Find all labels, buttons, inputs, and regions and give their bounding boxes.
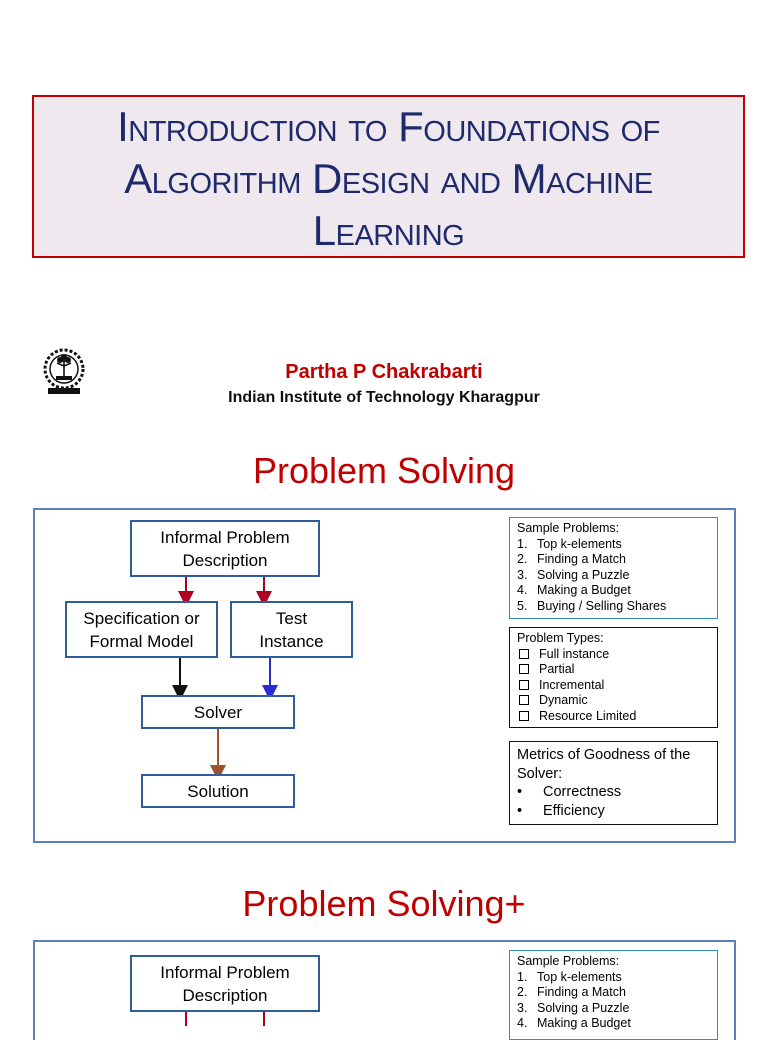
diagram-panel: Informal Problem Description Specificati… xyxy=(33,508,736,843)
spec-line-1: Specification or xyxy=(83,608,200,628)
title-line-2: Algorithm Design and Machine xyxy=(124,155,653,202)
solution-box: Solution xyxy=(141,774,295,808)
list-item: •Correctness xyxy=(517,784,622,800)
spec-line-2: Formal Model xyxy=(89,631,194,651)
metrics-box: Metrics of Goodness of the Solver: •Corr… xyxy=(509,741,718,825)
test-line-2: Instance xyxy=(259,631,324,651)
list-item: 3.Solving a Puzzle xyxy=(517,1000,630,1015)
checkbox-icon xyxy=(519,679,529,690)
list-item: 2.Finding a Match xyxy=(517,552,626,566)
list-item: Partial xyxy=(517,662,710,678)
list-item: Dynamic xyxy=(517,693,710,709)
informal-problem-box: Informal Problem Description xyxy=(130,955,320,1012)
checkbox-icon xyxy=(519,695,529,705)
author-institution: Indian Institute of Technology Kharagpur xyxy=(228,389,540,406)
test-instance-box: Test Instance xyxy=(230,601,353,658)
checkbox-icon xyxy=(519,710,529,721)
title-box: Introduction to Foundations of Algorithm… xyxy=(32,95,745,258)
list-item: 1.Top k-elements xyxy=(517,536,622,551)
list-item: Resource Limited xyxy=(517,709,710,725)
problem-types-box: Problem Types: Full instance Partial Inc… xyxy=(509,627,718,728)
informal-problem-box: Informal Problem Description xyxy=(130,520,320,577)
checkbox-icon xyxy=(519,664,529,674)
list-item: •Efficiency xyxy=(517,802,605,819)
list-item: 4.Making a Budget xyxy=(517,583,631,597)
flow-arrows xyxy=(172,576,278,781)
list-item: Full instance xyxy=(517,647,710,663)
title-line-3: Learning xyxy=(312,207,465,254)
author-name: Partha P Chakrabarti xyxy=(285,361,483,383)
title-line-1: Introduction to Foundations of xyxy=(117,103,660,150)
list-item: 2.Finding a Match xyxy=(517,985,626,999)
informal-line-2: Description xyxy=(182,550,268,570)
sample-problems-box: Sample Problems: 1.Top k-elements 2.Find… xyxy=(509,950,718,1040)
list-item: 5.Buying / Selling Shares xyxy=(517,598,667,613)
metrics-header: Metrics of Goodness of the Solver: xyxy=(517,747,691,782)
problem-types-header: Problem Types: xyxy=(517,631,604,645)
list-item: Incremental xyxy=(517,678,710,694)
sample-problems-header: Sample Problems: xyxy=(517,954,620,968)
informal-line-1: Informal Problem xyxy=(160,962,290,982)
solver-label: Solver xyxy=(193,702,243,722)
specification-box: Specification or Formal Model xyxy=(65,601,218,658)
section-heading: Problem Solving xyxy=(252,450,516,491)
solver-box: Solver xyxy=(141,695,295,729)
iit-kharagpur-logo-icon xyxy=(43,348,85,394)
diagram-panel: Informal Problem Description Sample Prob… xyxy=(33,940,736,1040)
checkbox-icon xyxy=(519,648,529,659)
list-item: 3.Solving a Puzzle xyxy=(517,567,630,582)
section-heading: Problem Solving+ xyxy=(242,883,526,924)
informal-line-2: Description xyxy=(182,985,268,1005)
solution-label: Solution xyxy=(187,781,249,801)
informal-line-1: Informal Problem xyxy=(160,527,290,547)
list-item: 1.Top k-elements xyxy=(517,969,622,984)
test-line-1: Test xyxy=(275,608,308,628)
sample-problems-header: Sample Problems: xyxy=(517,521,620,535)
sample-problems-box: Sample Problems: 1.Top k-elements 2.Find… xyxy=(509,517,718,619)
